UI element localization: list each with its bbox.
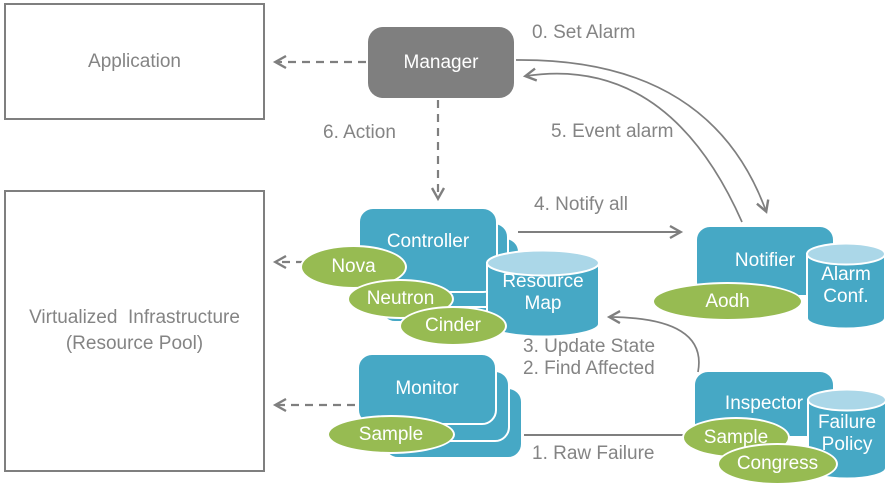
aodh-label: Aodh [705,290,750,312]
arrow-inspector-to-resource-map [606,310,700,373]
alarm-conf-label: Alarm Conf. [821,264,871,307]
inspector-sample-label: Sample [703,426,769,448]
virtualized-infrastructure-box: Virtualized Infrastructure (Resource Poo… [4,190,265,472]
alarm-conf-cylinder [806,242,886,330]
monitor-label: Monitor [395,378,459,399]
nova-label: Nova [331,256,376,277]
monitor-sample-ellipse: Sample [327,415,455,454]
manager-label: Manager [403,51,479,73]
arrow-event-alarm-notifier-to-manager [522,67,743,223]
label-set-alarm: 0. Set Alarm [532,22,636,43]
inspector-label: Inspector [724,393,804,414]
application-label: Application [88,50,181,72]
label-action: 6. Action [323,122,396,143]
manager-node: Manager [368,27,514,98]
failure-policy-cylinder-top [807,388,887,412]
notifier-label: Notifier [734,250,796,271]
virtualized-infrastructure-label-line2: (Resource Pool) [65,333,204,354]
aodh-ellipse: Aodh [652,282,803,321]
controller-label: Controller [386,231,470,252]
label-notify-all: 4. Notify all [534,194,628,215]
monitor-sample-label: Sample [358,423,424,445]
cinder-ellipse: Cinder [399,306,507,346]
neutron-label: Neutron [366,288,435,309]
cinder-label: Cinder [425,315,481,336]
application-box: Application [4,3,265,120]
congress-label: Congress [736,453,819,474]
label-raw-failure: 1. Raw Failure [532,443,655,464]
failure-policy-label: Failure Policy [817,412,877,455]
virtualized-infrastructure-label-line1: Virtualized Infrastructure [29,307,240,329]
label-update-state: 3. Update State [523,336,656,357]
resource-map-label: Resource Map [502,271,584,314]
congress-ellipse: Congress [717,443,838,485]
resource-map-cylinder [486,249,600,338]
neutron-ellipse: Neutron [347,279,454,319]
arrow-set-alarm-manager-to-notifier [515,59,770,214]
alarm-conf-cylinder-top [806,242,886,266]
monitor-node: Monitor [357,353,497,425]
label-event-alarm: 5. Event alarm [551,121,674,142]
resource-map-cylinder-top [486,249,600,277]
label-find-affected: 2. Find Affected [523,358,655,379]
